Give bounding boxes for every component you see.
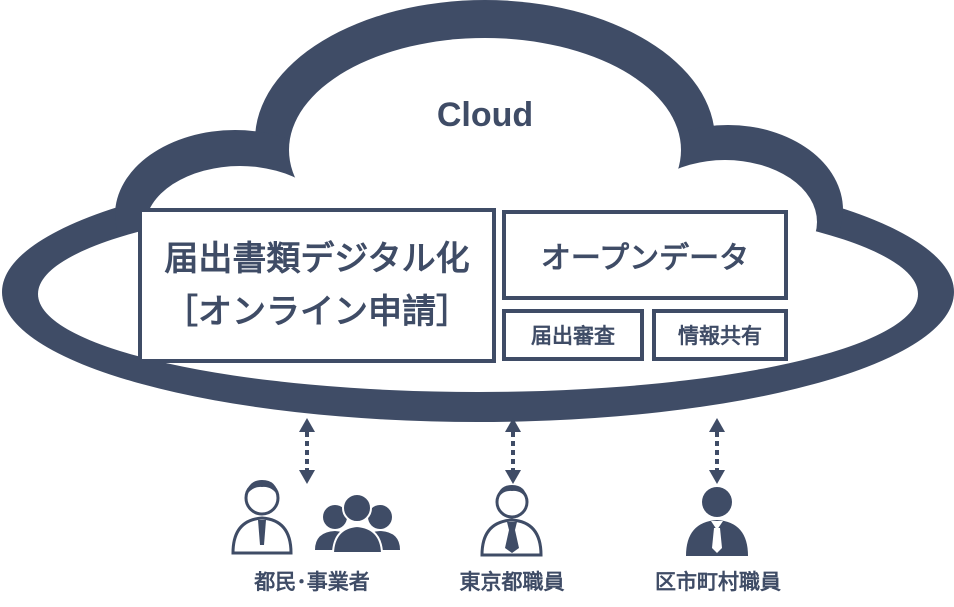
actor-label-tokyo-staff: 東京都職員 <box>459 570 565 594</box>
open-data-label: オープンデータ <box>540 241 750 276</box>
online-application-line1: 届出書類デジタル化 <box>164 238 470 279</box>
bidirectional-arrow-icon <box>709 418 725 484</box>
online-application-line2: ［オンライン申請］ <box>164 291 470 332</box>
bidirectional-arrow-icon <box>505 418 521 484</box>
actor-label-municipal-staff: 区市町村職員 <box>655 570 781 594</box>
open-data-box: オープンデータ <box>502 210 788 300</box>
actor-label-citizens: 都民･事業者 <box>254 570 370 594</box>
bidirectional-arrow-icon <box>299 418 315 484</box>
info-sharing-box: 情報共有 <box>652 309 788 361</box>
cloud-title: Cloud <box>436 96 534 134</box>
person-icon <box>231 480 293 555</box>
online-application-box: 届出書類デジタル化 ［オンライン申請］ <box>138 208 496 363</box>
group-icon <box>315 493 400 554</box>
staff-icon <box>686 487 748 556</box>
info-sharing-label: 情報共有 <box>678 324 762 348</box>
staff-icon <box>480 485 543 557</box>
review-label: 届出審査 <box>531 324 615 348</box>
review-box: 届出審査 <box>502 309 644 361</box>
